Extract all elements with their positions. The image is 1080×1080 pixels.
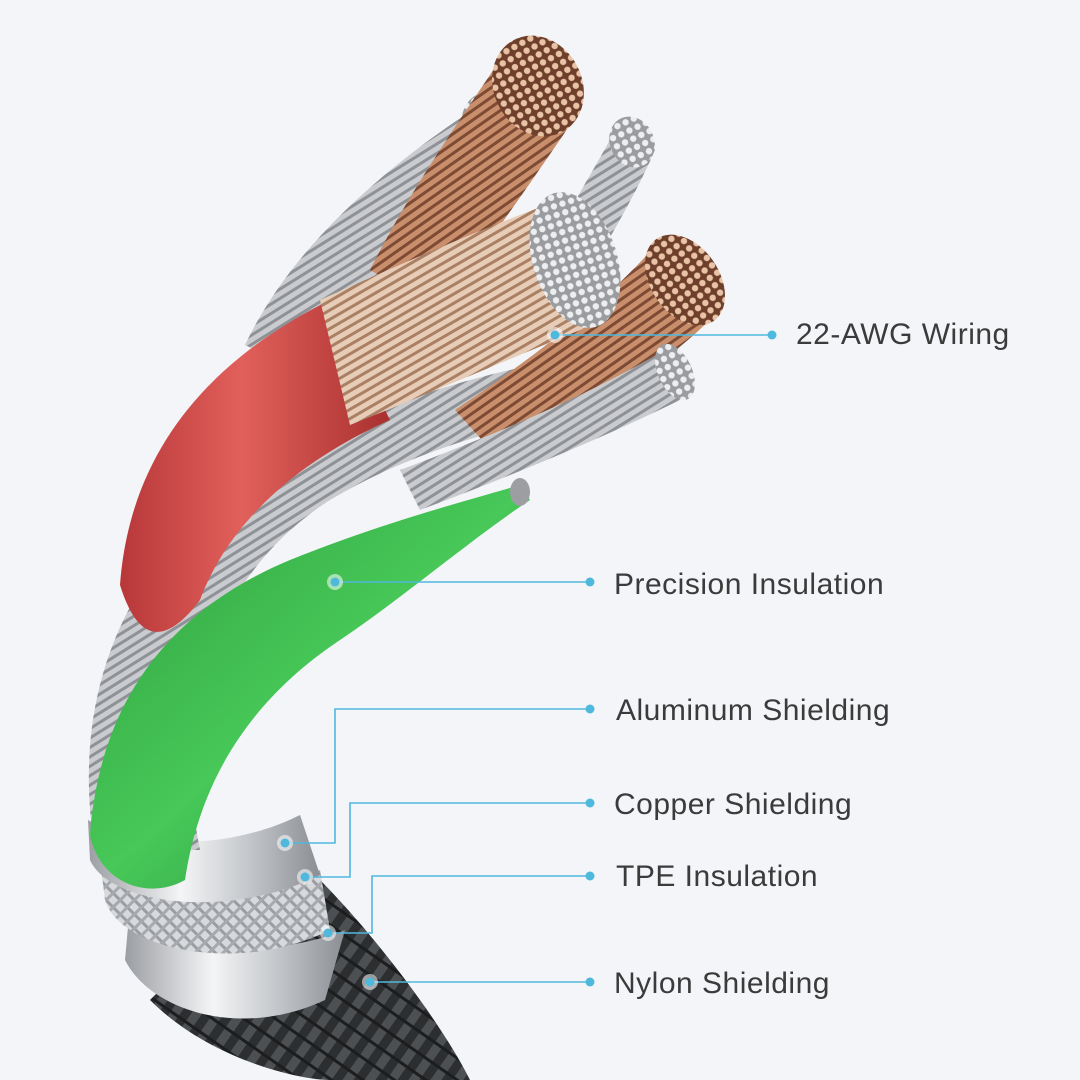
leader-copper-shielding (305, 802, 590, 878)
label-precision-insulation: Precision Insulation (614, 568, 885, 601)
leader-nylon-shielding-anchor-dot (365, 977, 375, 987)
leader-tpe-insulation-end-dot (585, 871, 595, 881)
label-nylon-shielding: Nylon Shielding (614, 967, 830, 1000)
label-copper-shielding: Copper Shielding (614, 788, 853, 821)
small-silver-wire-end (609, 116, 655, 168)
leader-copper-shielding-anchor-dot (300, 872, 310, 882)
label-tpe-insulation: TPE Insulation (616, 860, 819, 893)
leader-nylon-shielding-end-dot (585, 977, 595, 987)
leader-aluminum-shielding (285, 708, 590, 844)
leader-precision-insulation-anchor-dot (330, 577, 340, 587)
leader-tpe-insulation-anchor-dot (323, 928, 333, 938)
tpe-insulation-ring (125, 905, 345, 1019)
green-insulated-conductor (90, 485, 530, 889)
leader-aluminum-shielding-end-dot (585, 704, 595, 714)
copper-wire-top-end (492, 35, 584, 137)
copper-wire-right-end (645, 234, 725, 326)
leader-22-awg-wiring-end-dot (767, 330, 777, 340)
copper-shielding-band (100, 860, 330, 954)
leader-copper-shielding-end-dot (585, 798, 595, 808)
leader-precision-insulation-end-dot (585, 577, 595, 587)
label-22-awg-wiring: 22-AWG Wiring (796, 318, 1010, 351)
leader-aluminum-shielding-anchor-dot (280, 838, 290, 848)
leader-tpe-insulation (328, 875, 590, 934)
silver-wire-front (400, 350, 690, 510)
callout-leaders (277, 327, 777, 990)
label-aluminum-shielding: Aluminum Shielding (616, 694, 891, 727)
green-conductor-end (510, 478, 530, 506)
copper-wire-right (455, 240, 715, 460)
leader-22-awg-wiring-anchor-dot (550, 330, 560, 340)
silver-wire-front-end (655, 343, 695, 401)
main-copper-conductor-end (529, 192, 621, 328)
red-insulated-conductor (120, 300, 390, 632)
